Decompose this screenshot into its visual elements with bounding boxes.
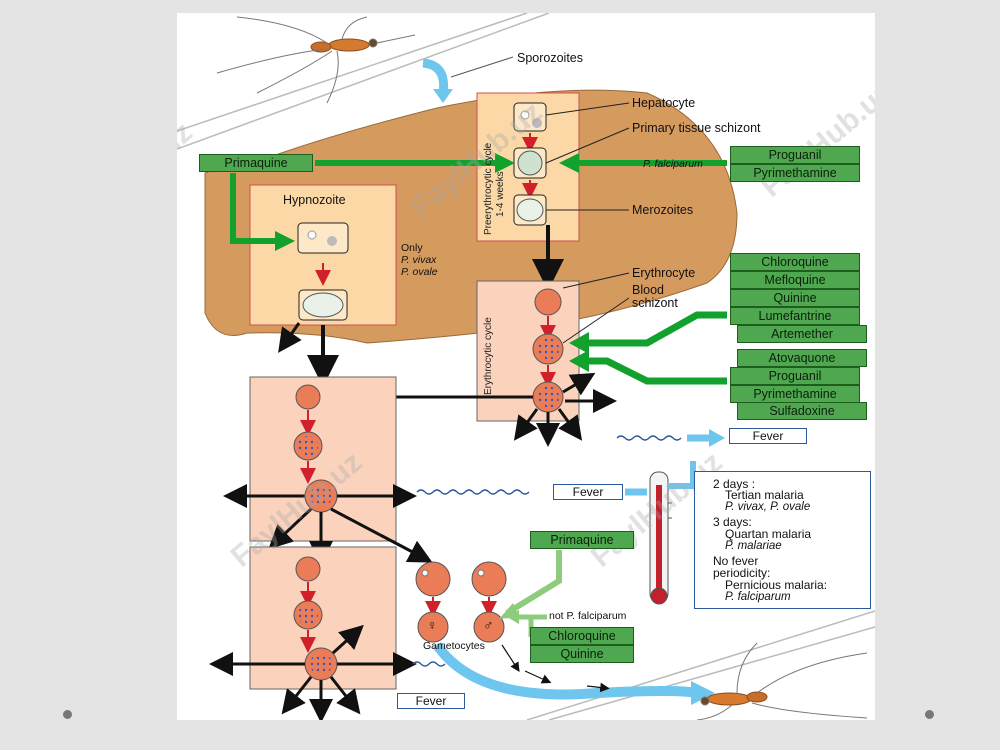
drug-atovaquone: Atovaquone <box>737 349 867 367</box>
right-bullet-dot <box>925 710 934 719</box>
periodicity-line: Pernicious malaria: <box>725 578 828 592</box>
malaria-life-cycle-figure: FaylHub.uz FaylHub.uz FaylHub.uz FaylHub… <box>177 13 875 720</box>
erythrocytic-cycle-label: Erythrocytic cycle <box>483 317 494 395</box>
sporozoites-label: Sporozoites <box>517 51 584 65</box>
fever-box-3: Fever <box>397 693 465 709</box>
fever-periodicity-box: 2 days : Tertian malaria P. vivax, P. ov… <box>694 471 871 609</box>
skin-line-top-1 <box>177 13 528 132</box>
burst-arrows-3 <box>209 624 417 720</box>
blood-schizonticide-arrow-1 <box>587 311 727 347</box>
hypnozoite-label: Hypnozoite <box>283 193 346 207</box>
periodicity-line: 2 days : <box>713 477 756 491</box>
schizont-label: schizont <box>632 296 678 310</box>
drug-pyrimethamine-2: Pyrimethamine <box>730 385 860 403</box>
only-ovale-label: P. ovale <box>401 266 438 278</box>
skin-line-top-2 <box>177 13 550 150</box>
blood-schizonticide-arrow-2 <box>587 357 727 385</box>
gametocytes-label: Gametocytes <box>423 640 485 652</box>
skin-line-bottom-2 <box>548 626 875 720</box>
male-symbol: ♂ <box>483 617 494 633</box>
periodicity-line: 3 days: <box>713 515 752 529</box>
drug-pyrimethamine: Pyrimethamine <box>730 164 860 182</box>
primary-tissue-schizont-label: Primary tissue schizont <box>632 121 761 135</box>
not-p-falciparum-label: not P. falciparum <box>549 610 627 622</box>
cycle-box-1 <box>249 376 397 542</box>
drug-primaquine-gametocyte: Primaquine <box>530 531 634 549</box>
drug-artemether: Artemether <box>737 325 867 343</box>
blood-label: Blood <box>632 283 664 297</box>
preerythrocytic-duration-label: 1-4 weeks <box>495 171 506 217</box>
hepatocyte-label: Hepatocyte <box>632 96 696 110</box>
p-falciparum-label: P. falciparum <box>643 158 703 170</box>
merozoites-label: Merozoites <box>632 203 694 217</box>
skin-line-bottom-1 <box>526 610 875 720</box>
diagram-graphics <box>177 13 875 720</box>
drug-proguanil: Proguanil <box>730 146 860 164</box>
mosquito-bottom <box>696 642 868 720</box>
left-bullet-dot <box>63 710 72 719</box>
fever-wave-1 <box>616 435 682 441</box>
drug-mefloquine: Mefloquine <box>730 271 860 289</box>
drug-proguanil-2: Proguanil <box>730 367 860 385</box>
periodicity-line: P. malariae <box>725 540 782 552</box>
periodicity-line: No fever <box>713 554 759 568</box>
female-symbol: ♀ <box>427 617 438 633</box>
fever-box-2: Fever <box>553 484 623 500</box>
periodicity-line: P. falciparum <box>725 591 791 603</box>
drug-lumefantrine: Lumefantrine <box>730 307 860 325</box>
gametocyte-to-mosquito-path <box>432 642 698 700</box>
erythrocyte-label: Erythrocyte <box>632 266 696 280</box>
fever-box-1: Fever <box>729 428 807 444</box>
fever-wave-3 <box>412 661 446 667</box>
mosquito-top <box>216 16 416 104</box>
periodicity-line: periodicity: <box>713 566 771 580</box>
drug-quinine: Quinine <box>730 289 860 307</box>
periodicity-line: Quartan malaria <box>725 527 812 541</box>
burst-arrows-2 <box>223 484 433 565</box>
sporozoite-entry-arrow <box>422 58 449 94</box>
drug-chloroquine: Chloroquine <box>730 253 860 271</box>
drug-primaquine-liver: Primaquine <box>199 154 313 172</box>
drug-quinine-2: Quinine <box>530 645 634 663</box>
burst-arrows-1 <box>513 372 617 447</box>
preerythrocytic-cycle-label: Preerythrocytic cycle <box>483 142 494 235</box>
drug-sulfadoxine: Sulfadoxine <box>737 402 867 420</box>
periodicity-line: P. vivax, P. ovale <box>725 501 811 513</box>
thermometer <box>649 471 672 605</box>
periodicity-line: Tertian malaria <box>725 488 804 502</box>
only-vivax-label: P. vivax <box>401 254 437 266</box>
fever-wave-2 <box>416 489 530 495</box>
only-label: Only <box>401 242 423 254</box>
drug-chloroquine-2: Chloroquine <box>530 627 634 645</box>
